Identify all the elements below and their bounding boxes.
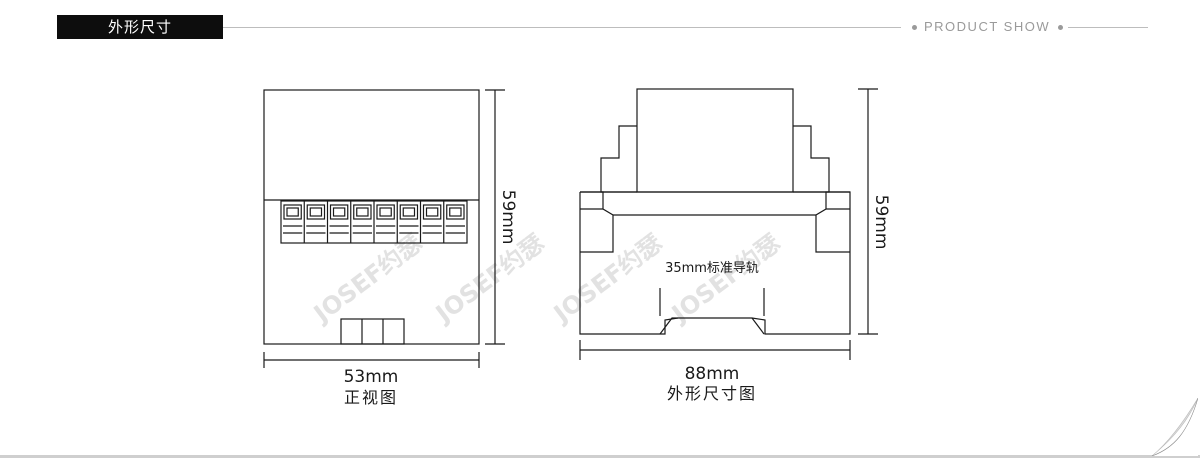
header-dot-right [1058, 25, 1063, 30]
watermark-2: JOSEF约瑟 [429, 229, 549, 329]
terminal-8 [443, 201, 465, 243]
front-view [263, 89, 505, 368]
watermark-3: JOSEF约瑟 [547, 229, 667, 329]
side-view [579, 88, 878, 360]
terminal-5 [373, 201, 396, 243]
front-view-caption: 正视图 [344, 388, 398, 407]
top-housing [636, 88, 794, 193]
rail-label: 35mm标准导轨 [665, 261, 759, 276]
terminal-6 [396, 201, 419, 243]
terminal-2 [303, 201, 326, 243]
section-title-tag: 外形尺寸 [57, 15, 223, 39]
bottom-band [0, 455, 1200, 458]
terminal-7 [419, 201, 442, 243]
terminal-1 [283, 204, 303, 234]
header-divider-right [1068, 27, 1148, 28]
header-dot-left [912, 25, 917, 30]
side-height-label: 59mm [871, 195, 891, 250]
side-width-label: 88mm [685, 364, 740, 384]
product-show-label: PRODUCT SHOW [924, 19, 1051, 34]
bottom-connector [340, 318, 405, 345]
front-width-label: 53mm [344, 367, 399, 387]
terminal-4 [350, 201, 372, 243]
header-divider-left [223, 27, 901, 28]
watermark-1: JOSEF约瑟 [307, 229, 427, 329]
side-view-caption: 外形尺寸图 [667, 384, 757, 403]
watermark-4: JOSEF约瑟 [665, 229, 785, 329]
terminal-3 [326, 201, 349, 243]
front-height-label: 59mm [498, 190, 518, 245]
page-curl-corner [1151, 398, 1198, 456]
